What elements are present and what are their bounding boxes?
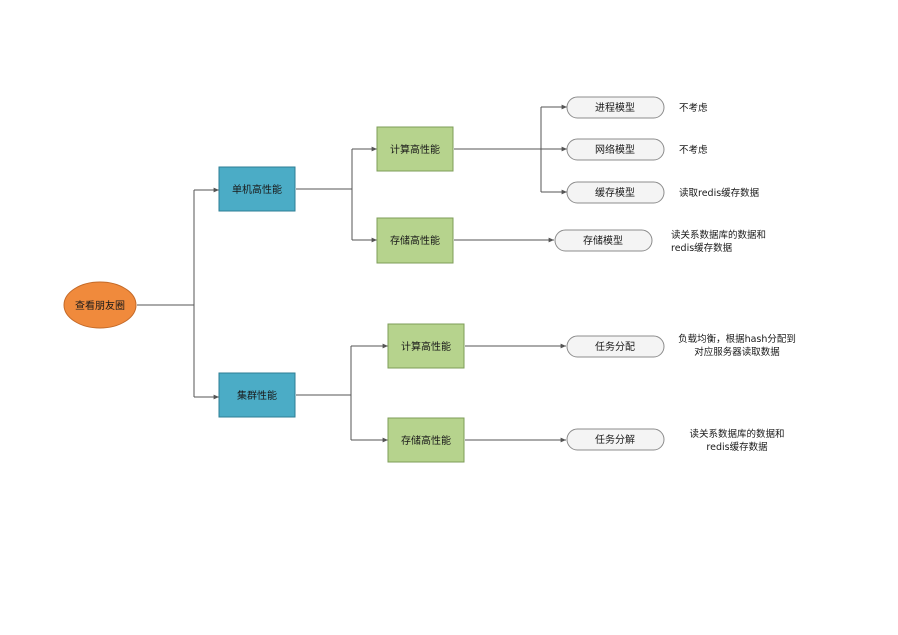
edge-root-trunk xyxy=(137,190,195,397)
note-network-model: 不考虑 xyxy=(679,144,708,156)
leaf-storage-model-label: 存储模型 xyxy=(583,234,623,247)
leaf-task-assign: 任务分配 xyxy=(566,335,665,358)
note-task-assign-line2: 对应服务器读取数据 xyxy=(694,346,780,358)
note-process-model: 不考虑 xyxy=(679,102,708,114)
single-compute-node: 计算高性能 xyxy=(376,126,454,172)
note-task-decompose-line2: redis缓存数据 xyxy=(706,441,768,453)
leaf-task-decompose-label: 任务分解 xyxy=(595,433,635,446)
leaf-task-assign-label: 任务分配 xyxy=(595,340,635,353)
edge-compute-trunk xyxy=(454,107,542,192)
note-task-assign-line1: 负载均衡，根据hash分配到 xyxy=(678,333,796,345)
connectors xyxy=(137,104,567,443)
root-label: 查看朋友圈 xyxy=(75,299,125,312)
root-node: 查看朋友圈 xyxy=(63,281,137,329)
cluster-compute-label: 计算高性能 xyxy=(401,340,451,353)
note-storage-model-line2: redis缓存数据 xyxy=(671,242,733,254)
cluster-storage-label: 存储高性能 xyxy=(401,434,451,447)
cluster-label: 集群性能 xyxy=(237,389,277,402)
single-storage-node: 存储高性能 xyxy=(376,217,454,264)
edge-cluster-trunk xyxy=(296,346,352,440)
note-task-decompose-line1: 读关系数据库的数据和 xyxy=(689,428,784,440)
leaf-network-model: 网络模型 xyxy=(566,138,665,161)
notes: 不考虑 不考虑 读取redis缓存数据 读关系数据库的数据和 redis缓存数据… xyxy=(671,102,796,453)
leaf-cache-model: 缓存模型 xyxy=(566,181,665,204)
cluster-storage-node: 存储高性能 xyxy=(387,417,465,463)
edge-single-trunk xyxy=(296,149,353,240)
leaf-process-model-label: 进程模型 xyxy=(595,101,635,114)
leaf-storage-model: 存储模型 xyxy=(554,229,653,252)
single-machine-node: 单机高性能 xyxy=(218,166,296,212)
leaf-task-decompose: 任务分解 xyxy=(566,428,665,451)
leaf-process-model: 进程模型 xyxy=(566,96,665,119)
single-compute-label: 计算高性能 xyxy=(390,143,440,156)
leaf-network-model-label: 网络模型 xyxy=(595,143,635,156)
single-storage-label: 存储高性能 xyxy=(390,234,440,247)
single-machine-label: 单机高性能 xyxy=(232,183,282,196)
cluster-node: 集群性能 xyxy=(218,372,296,418)
leaf-cache-model-label: 缓存模型 xyxy=(595,186,635,199)
note-storage-model-line1: 读关系数据库的数据和 xyxy=(671,229,766,241)
cluster-compute-node: 计算高性能 xyxy=(387,323,465,369)
note-cache-model: 读取redis缓存数据 xyxy=(679,187,760,199)
